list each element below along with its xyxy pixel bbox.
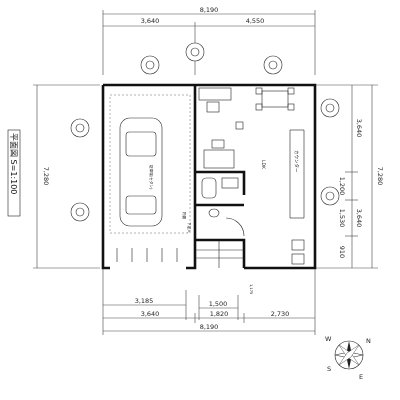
bottom-dimension-group: 3,185 1,500 3,640 1,820 2,730 8,190	[102, 268, 316, 335]
entrance-small-dim: 1,175	[249, 284, 253, 294]
left-total-dim: 7,280	[42, 167, 50, 186]
tree-right-upper	[320, 98, 340, 118]
tree-left-upper	[70, 118, 90, 138]
bottom-row1-left-dim: 3,185	[135, 297, 154, 305]
tree-right-lower	[320, 186, 340, 206]
garage-area: 駐車場(セダン) 物置	[109, 94, 191, 262]
shoe-closet-label: 下足入	[187, 222, 192, 233]
drawing-title: 平面図 S=1:100	[9, 133, 18, 194]
garage-note: 駐車場(セダン)	[149, 165, 154, 190]
top-dimension-group: 8,190 3,640 4,550	[102, 6, 316, 75]
bottom-row2-right-dim: 2,730	[271, 310, 290, 318]
ldk-area: LDK カウンター	[198, 87, 305, 265]
tree-top-center	[185, 42, 205, 62]
tree-top-right	[263, 55, 283, 75]
building-walls	[101, 83, 317, 270]
right-dimension-group: 7,280 3,640 1,200 3,640 1,530 910	[315, 84, 384, 269]
dining-table	[261, 90, 289, 108]
bottom-row2-mid-dim: 1,820	[210, 310, 229, 318]
room-counter-label: カウンター	[293, 150, 300, 173]
left-dimension-group: 7,280	[33, 84, 100, 269]
title-box	[7, 129, 21, 217]
top-right-dim: 4,550	[246, 17, 265, 25]
compass-west-label: W	[325, 335, 332, 343]
compass-east-label: E	[359, 373, 363, 381]
bottom-total-dim: 8,190	[200, 323, 219, 331]
car-outline	[119, 117, 163, 227]
right-seg2-dim: 910	[338, 246, 346, 258]
compass-north-label: N	[366, 337, 371, 345]
right-upper-dim: 3,640	[355, 119, 363, 138]
bottom-row2-left-dim: 3,640	[141, 310, 160, 318]
right-mid-dim: 1,200	[338, 177, 346, 196]
right-lower-dim: 3,640	[355, 209, 363, 228]
tree-top-left	[140, 55, 160, 75]
landscape-trees	[70, 42, 340, 222]
compass-south-label: S	[327, 365, 331, 373]
right-seg1-dim: 1,530	[338, 209, 346, 228]
top-left-dim: 3,640	[141, 17, 160, 25]
room-ldk-label: LDK	[260, 160, 266, 170]
door-width-dim: 1,500	[209, 300, 228, 308]
right-outer-total-dim: 7,280	[376, 167, 384, 186]
top-total-dim: 8,190	[200, 6, 219, 14]
wet-areas: 下足入 1,175	[187, 177, 253, 294]
storage-note: 物置	[182, 212, 187, 220]
tree-left-lower	[70, 202, 90, 222]
compass-rose: N E S W	[325, 335, 371, 381]
